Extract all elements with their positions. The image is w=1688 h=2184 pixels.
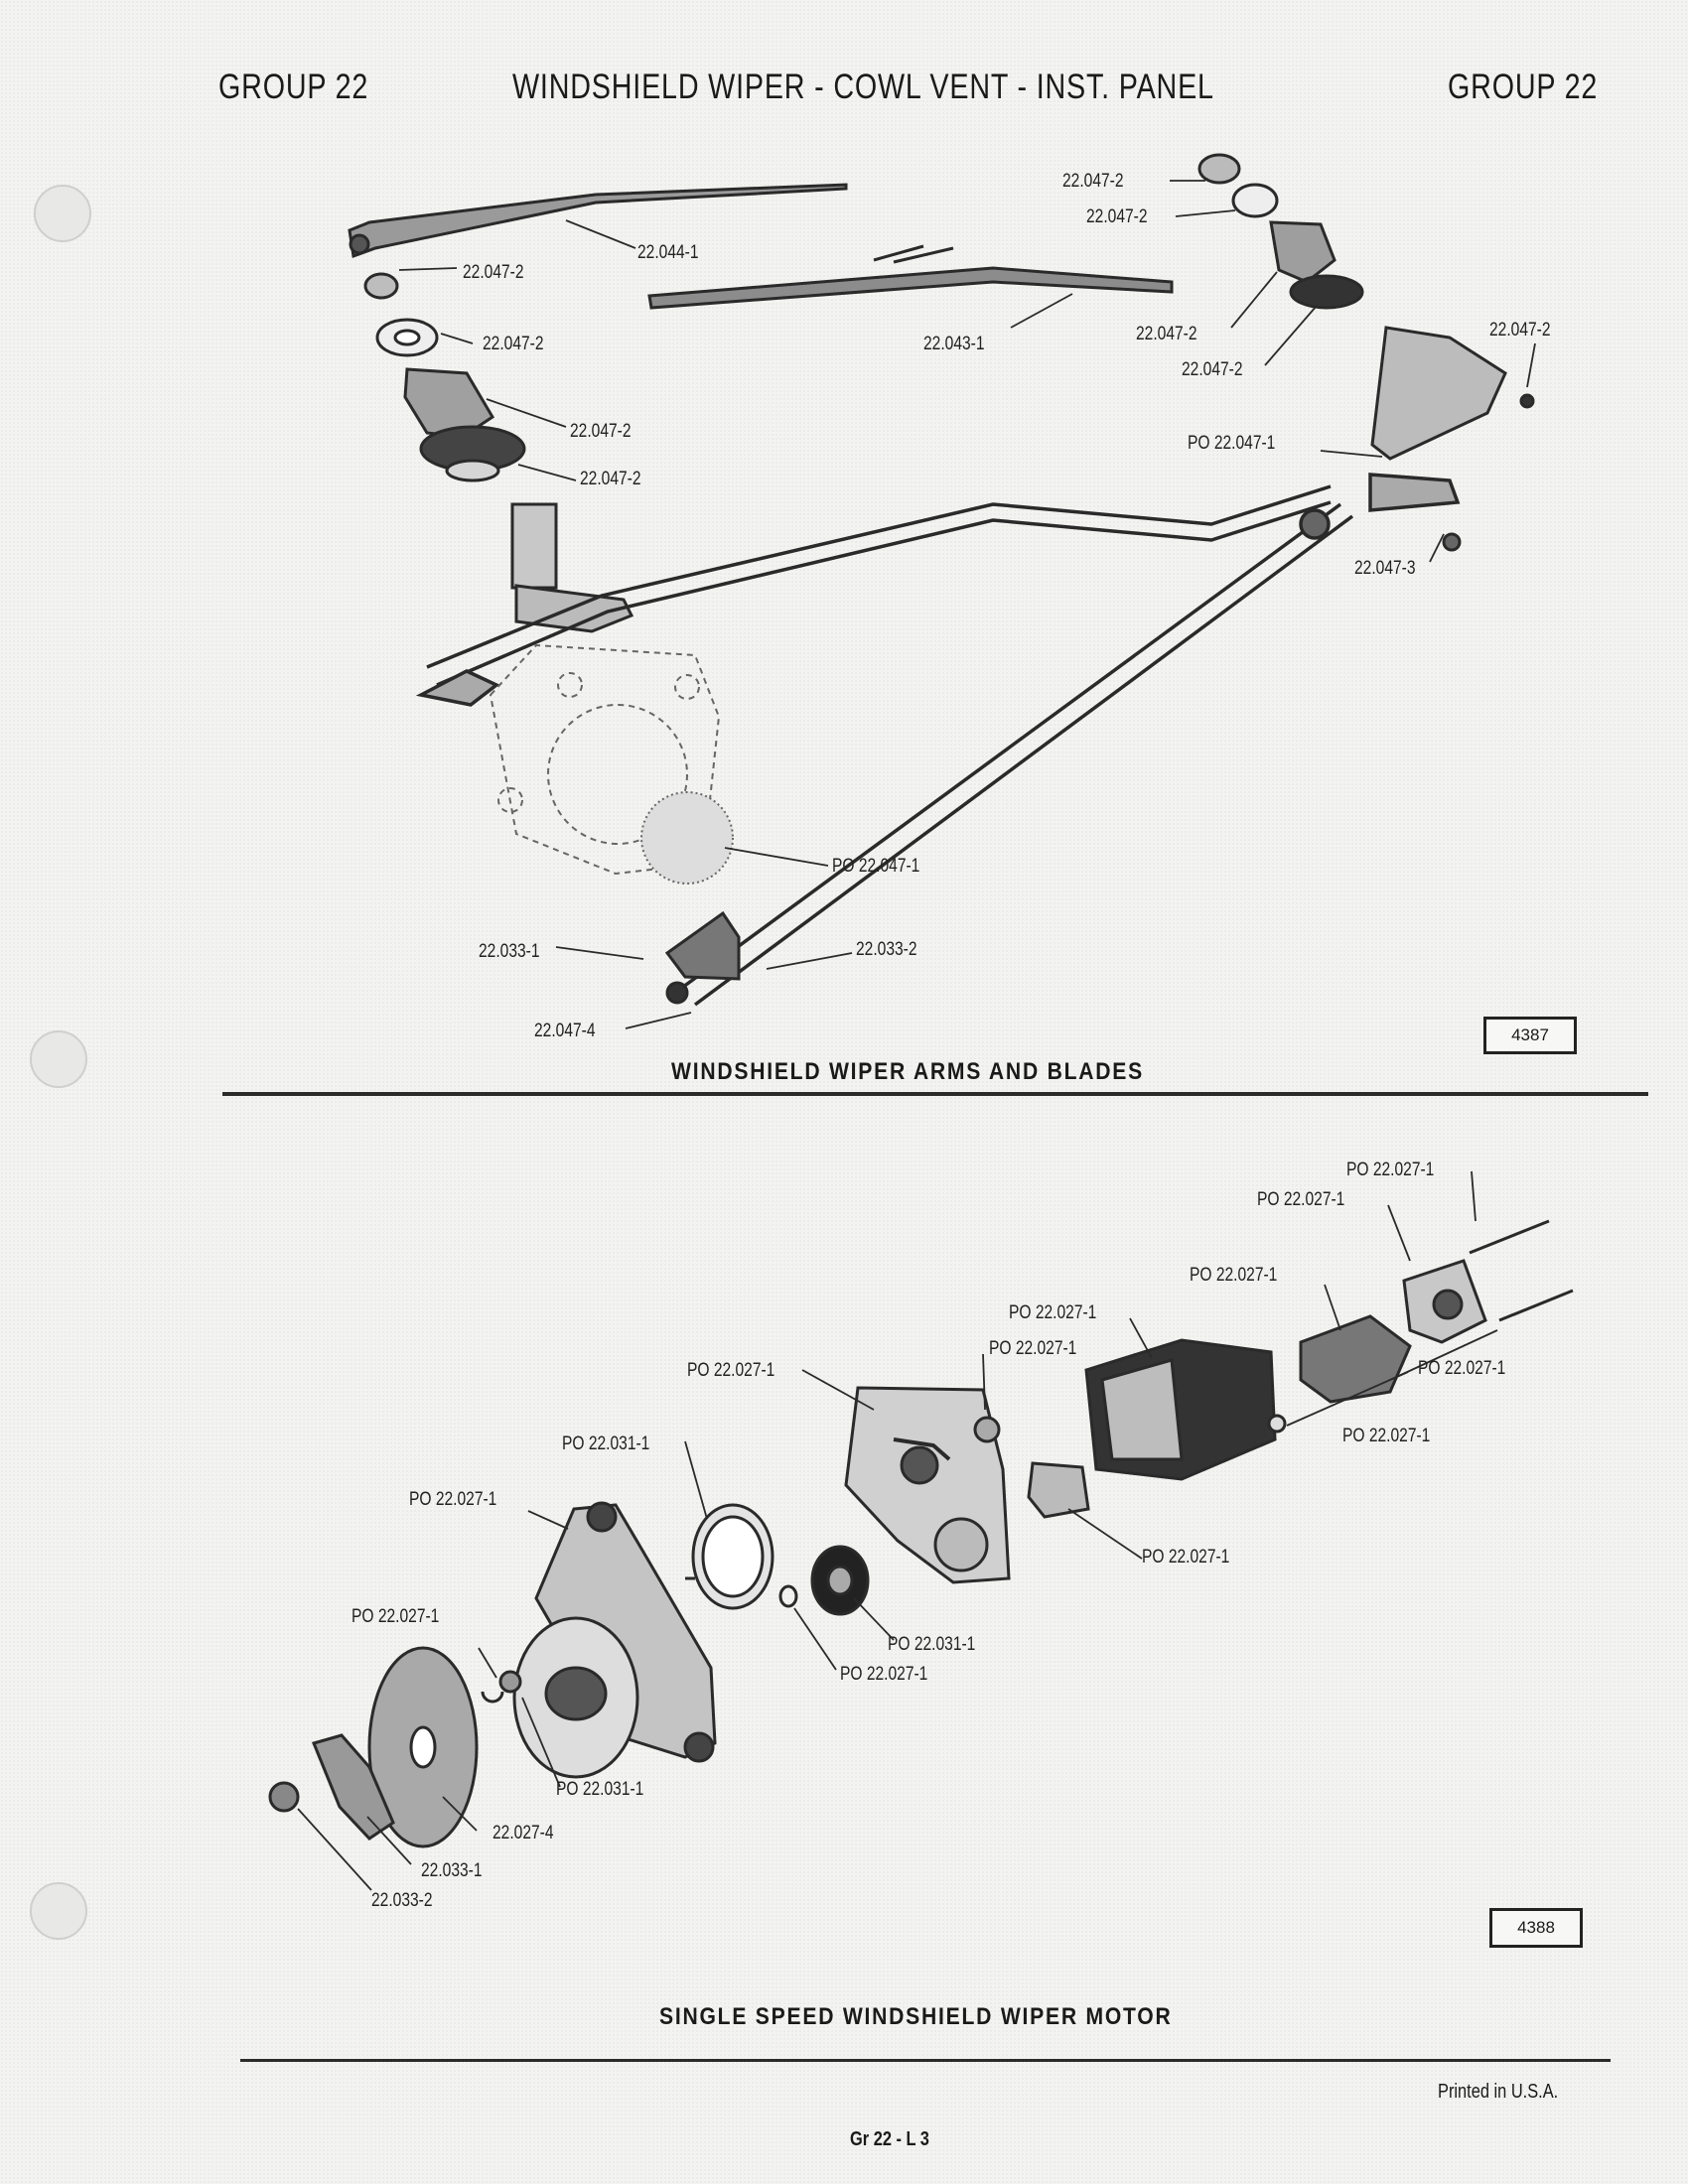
label-22-033-1-b: 22.033-1	[421, 1860, 483, 1881]
header-group-right: GROUP 22	[1448, 68, 1599, 106]
figure-number-4388: 4388	[1489, 1908, 1583, 1948]
label-po-22-027-1-e: PO 22.027-1	[989, 1338, 1077, 1359]
armature-and-endcap	[1267, 1219, 1574, 1433]
wiper-linkage-rods	[415, 473, 1461, 1007]
label-po-22-027-1-g: PO 22.027-1	[1418, 1358, 1506, 1379]
motor-crank-parts	[268, 1670, 522, 1841]
caption-wiper-motor: SINGLE SPEED WINDSHIELD WIPER MOTOR	[659, 2003, 1173, 2030]
label-po-22-031-1-a: PO 22.031-1	[562, 1433, 650, 1454]
section-divider	[222, 1092, 1648, 1096]
wiper-arm-left	[348, 183, 848, 259]
label-po-22-027-1-k: PO 22.027-1	[840, 1664, 928, 1685]
label-po-22-047-1-a: PO 22.047-1	[1188, 433, 1276, 454]
label-22-047-2-c: 22.047-2	[570, 421, 632, 442]
label-22-047-2-a: 22.047-2	[463, 262, 524, 283]
label-22-044-1: 22.044-1	[637, 242, 699, 263]
label-po-22-027-1-l: PO 22.027-1	[352, 1606, 440, 1627]
label-po-22-027-1-a: PO 22.027-1	[1346, 1160, 1435, 1180]
motor-field-housing	[1084, 1338, 1277, 1481]
gear-plate	[844, 1386, 1011, 1584]
label-po-22-027-1-i: PO 22.027-1	[409, 1489, 497, 1510]
label-22-047-2-h: 22.047-2	[1182, 359, 1243, 380]
label-22-047-2-d: 22.047-2	[580, 469, 641, 489]
right-pivot-parts	[1197, 153, 1535, 552]
label-po-22-047-1-b: PO 22.047-1	[832, 856, 920, 877]
label-22-047-2-i: 22.047-2	[1489, 320, 1551, 341]
label-po-22-027-1-d: PO 22.027-1	[1009, 1302, 1097, 1323]
motor-cover-disc	[367, 1646, 479, 1848]
label-22-047-2-e: 22.047-2	[1062, 171, 1124, 192]
caption-arms-and-blades: WINDSHIELD WIPER ARMS AND BLADES	[671, 1058, 1144, 1085]
page-title: WINDSHIELD WIPER - COWL VENT - INST. PAN…	[512, 68, 1214, 106]
label-22-033-2-a: 22.033-2	[856, 939, 917, 960]
page-reference: Gr 22 - L 3	[850, 2128, 929, 2150]
binder-hole-top	[34, 185, 91, 242]
left-pivot-parts	[363, 272, 634, 633]
binder-hole-middle	[30, 1030, 87, 1088]
label-22-027-4: 22.027-4	[492, 1823, 554, 1843]
label-po-22-027-1-b: PO 22.027-1	[1257, 1189, 1345, 1210]
figure-number-4387: 4387	[1483, 1017, 1577, 1054]
motor-housing	[512, 1501, 717, 1779]
wiper-blade	[647, 244, 1174, 310]
header-group-left: GROUP 22	[218, 68, 369, 106]
label-22-047-4: 22.047-4	[534, 1021, 596, 1041]
footer-rule	[240, 2059, 1611, 2062]
label-po-22-027-1-h: PO 22.027-1	[1342, 1426, 1431, 1446]
label-po-22-031-1-c: PO 22.031-1	[556, 1779, 644, 1800]
label-po-22-027-1-c: PO 22.027-1	[1190, 1265, 1278, 1286]
label-22-033-1-a: 22.033-1	[479, 941, 540, 962]
printed-in-usa: Printed in U.S.A.	[1438, 2081, 1559, 2103]
motor-crank-bracket	[664, 910, 741, 1005]
label-22-047-2-f: 22.047-2	[1086, 206, 1148, 227]
label-22-047-3: 22.047-3	[1354, 558, 1416, 579]
drive-gears	[685, 1503, 870, 1616]
label-22-043-1: 22.043-1	[923, 334, 985, 354]
binder-hole-bottom	[30, 1882, 87, 1940]
label-22-047-2-b: 22.047-2	[483, 334, 544, 354]
label-22-047-2-g: 22.047-2	[1136, 324, 1197, 344]
motor-ghost	[489, 643, 734, 885]
label-22-033-2-b: 22.033-2	[371, 1890, 433, 1911]
label-po-22-031-1-b: PO 22.031-1	[888, 1634, 976, 1655]
switch-and-brush-parts	[973, 1416, 1090, 1519]
label-po-22-027-1-f: PO 22.027-1	[687, 1360, 775, 1381]
label-po-22-027-1-j: PO 22.027-1	[1142, 1547, 1230, 1568]
